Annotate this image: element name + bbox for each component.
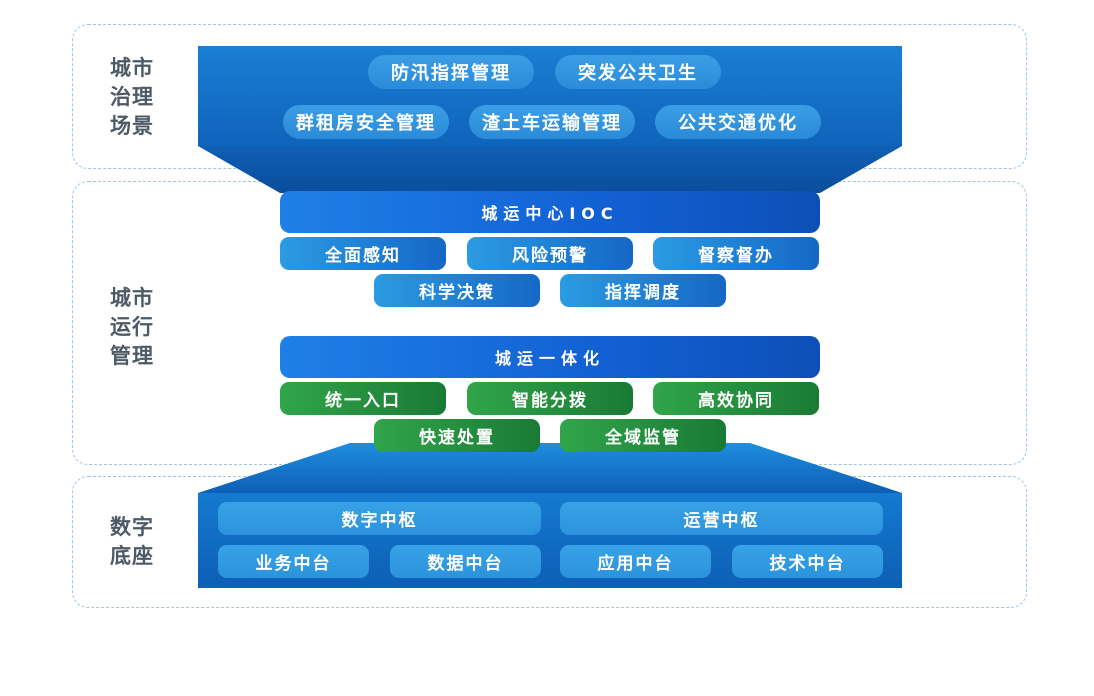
scene-public-health: 突发公共卫生 — [555, 55, 721, 89]
ioc-decision: 科学决策 — [374, 274, 540, 307]
platform-business: 业务中台 — [218, 545, 369, 578]
integration-fast-handling: 快速处置 — [374, 419, 540, 452]
platform-application: 应用中台 — [560, 545, 711, 578]
top-funnel-trapezoid — [198, 146, 902, 193]
integration-title-bar: 城运一体化 — [280, 336, 820, 378]
scene-group-rental: 群租房安全管理 — [283, 105, 449, 139]
integration-smart-dispatch: 智能分拨 — [467, 382, 633, 415]
integration-global-monitor: 全域监管 — [560, 419, 726, 452]
ioc-dispatch: 指挥调度 — [560, 274, 726, 307]
platform-technology: 技术中台 — [732, 545, 883, 578]
ioc-perception: 全面感知 — [280, 237, 446, 270]
integration-collaboration: 高效协同 — [653, 382, 819, 415]
hub-digital: 数字中枢 — [218, 502, 541, 535]
hub-operation: 运营中枢 — [560, 502, 883, 535]
label-digital: 数字 底座 — [110, 515, 154, 568]
integration-unified-entry: 统一入口 — [280, 382, 446, 415]
bottom-funnel-trapezoid — [198, 443, 902, 493]
label-operation: 城市 运行 管理 — [110, 286, 154, 368]
platform-data: 数据中台 — [390, 545, 541, 578]
ioc-title-bar: 城运中心IOC — [280, 191, 820, 233]
ioc-risk-warning: 风险预警 — [467, 237, 633, 270]
scene-flood-command: 防汛指挥管理 — [368, 55, 534, 89]
label-governance: 城市 治理 场景 — [110, 56, 154, 138]
scene-public-transport: 公共交通优化 — [655, 105, 821, 139]
ioc-supervision: 督察督办 — [653, 237, 819, 270]
scene-muck-truck: 渣土车运输管理 — [469, 105, 635, 139]
